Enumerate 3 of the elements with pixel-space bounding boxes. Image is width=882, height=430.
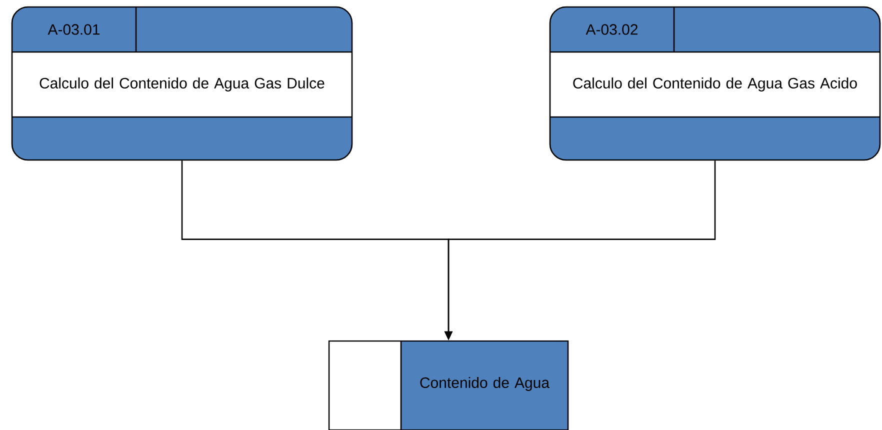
process-box: A-03.01 Calculo del Contenido de Agua Gas Dulce <box>11 6 353 161</box>
process-box: A-03.02 Calculo del Contenido de Agua Gas Acido <box>549 6 881 161</box>
data-store: Contenido de Agua <box>328 340 569 430</box>
